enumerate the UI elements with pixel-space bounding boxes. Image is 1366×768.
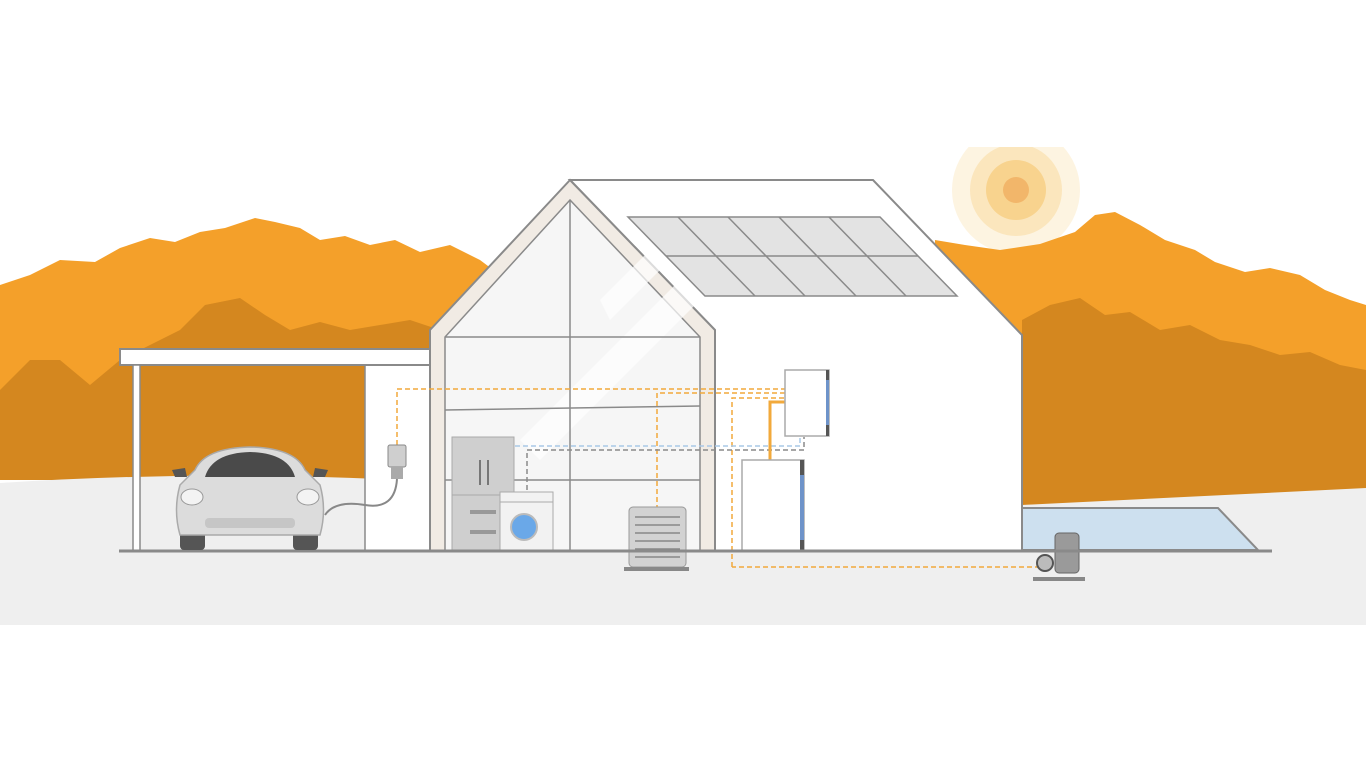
inverter	[784, 369, 830, 437]
heat-pump	[624, 506, 689, 571]
ev-charger	[324, 444, 407, 516]
dc-cable	[768, 400, 785, 460]
solar-panels	[626, 216, 959, 297]
washing-machine	[499, 491, 554, 551]
pool-pump	[1033, 532, 1085, 581]
battery	[741, 459, 805, 552]
tree-line-dark	[0, 298, 1366, 505]
cables	[396, 388, 1040, 568]
sun-icon	[952, 147, 1080, 254]
electric-car	[172, 446, 328, 550]
